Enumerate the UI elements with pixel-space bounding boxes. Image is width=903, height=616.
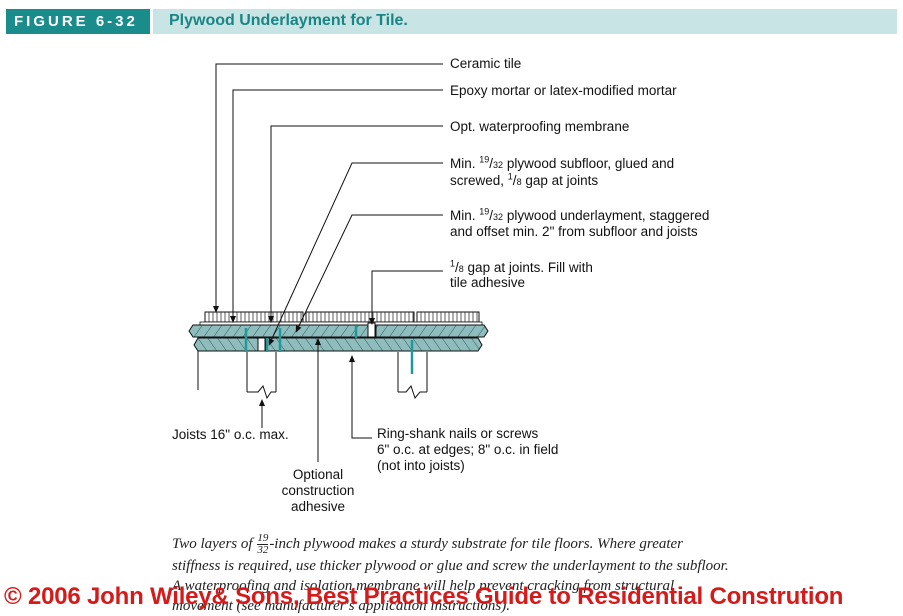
label-nails-line1: Ring-shank nails or screws bbox=[377, 426, 539, 441]
copyright-watermark: © 2006 John Wiley& Sons, Best Practices … bbox=[4, 583, 844, 610]
fraction-numerator: 19 bbox=[479, 154, 490, 165]
fraction-denominator: 32 bbox=[493, 212, 504, 222]
label-subfloor-pre: Min. bbox=[450, 156, 480, 171]
subfloor-layer bbox=[193, 337, 483, 352]
joists bbox=[197, 351, 428, 400]
joint-gap bbox=[257, 337, 266, 352]
tile bbox=[305, 311, 415, 323]
label-adhesive-line1: Optional bbox=[292, 467, 344, 482]
fraction-denominator: 8 bbox=[516, 177, 522, 187]
label-subfloor-line2-post: gap at joints bbox=[521, 173, 599, 188]
label-gap-line2: tile adhesive bbox=[450, 275, 526, 290]
label-underlay-post: plywood underlayment, staggered bbox=[503, 208, 710, 223]
caption-post: -inch plywood makes a sturdy substrate f… bbox=[172, 535, 729, 614]
label-subfloor: Min. 19/32 plywood subfloor, glued and bbox=[450, 154, 675, 171]
label-subfloor-line2: screwed, 1/8 gap at joints bbox=[450, 171, 599, 188]
fraction-numerator: 1 bbox=[507, 171, 513, 182]
label-gap-post: gap at joints. Fill with bbox=[463, 260, 593, 275]
tile bbox=[416, 311, 480, 323]
fraction-numerator: 19 bbox=[479, 206, 490, 217]
leader-lines bbox=[213, 63, 443, 462]
underlayment-panel bbox=[375, 324, 489, 338]
label-gap: 1/8 gap at joints. Fill with bbox=[450, 258, 593, 275]
subfloor-panel bbox=[265, 337, 483, 352]
label-subfloor-line2-pre: screwed, bbox=[450, 173, 508, 188]
label-adhesive-line2: construction bbox=[281, 483, 355, 498]
fraction-numerator: 1 bbox=[450, 258, 456, 269]
underlayment-layer bbox=[188, 324, 489, 338]
label-subfloor-post: plywood subfloor, glued and bbox=[503, 156, 675, 171]
label-mortar: Epoxy mortar or latex-modified mortar bbox=[450, 83, 677, 98]
fasteners bbox=[244, 326, 414, 374]
ceramic-tile-layer bbox=[204, 311, 480, 323]
caption-fraction-num: 19 bbox=[257, 532, 269, 545]
title-bar bbox=[153, 9, 897, 34]
label-underlayment-line2: and offset min. 2" from subfloor and joi… bbox=[450, 224, 698, 239]
fraction-denominator: 32 bbox=[493, 160, 504, 170]
label-membrane: Opt. waterproofing membrane bbox=[450, 119, 630, 134]
label-underlayment: Min. 19/32 plywood underlayment, stagger… bbox=[450, 206, 710, 223]
figure-title: Plywood Underlayment for Tile. bbox=[169, 12, 408, 29]
underlayment-panel bbox=[188, 324, 369, 338]
subfloor-panel bbox=[193, 337, 259, 352]
label-joists: Joists 16" o.c. max. bbox=[172, 427, 289, 442]
figure-label: FIGURE 6-32 bbox=[14, 13, 138, 30]
joint-gap bbox=[367, 322, 376, 338]
label-ceramic-tile: Ceramic tile bbox=[450, 56, 522, 71]
caption-fraction-den: 32 bbox=[257, 544, 269, 556]
label-adhesive-line3: adhesive bbox=[290, 499, 346, 514]
label-nails-line2: 6" o.c. at edges; 8" o.c. in field bbox=[377, 442, 559, 457]
label-nails-line3: (not into joists) bbox=[377, 458, 465, 473]
tile bbox=[204, 311, 304, 323]
fraction-denominator: 8 bbox=[458, 264, 464, 274]
figure-label-box bbox=[6, 9, 150, 34]
caption-pre: Two layers of bbox=[172, 535, 257, 552]
label-underlay-pre: Min. bbox=[450, 208, 480, 223]
